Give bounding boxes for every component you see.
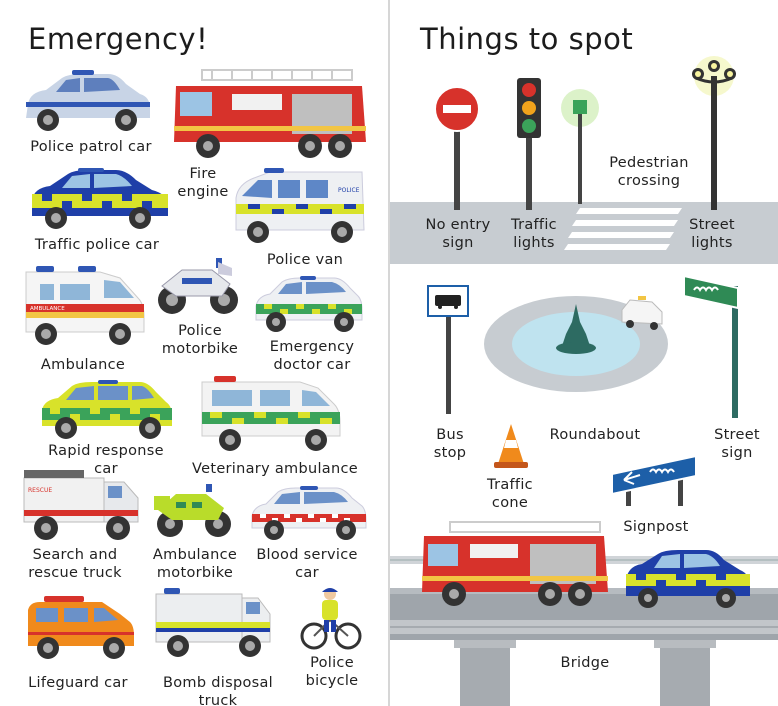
label-bomb-disposal-truck: Bomb disposal truck bbox=[163, 675, 273, 706]
label-roundabout: Roundabout bbox=[549, 427, 641, 443]
label-police-motorbike: Police motorbike bbox=[161, 323, 239, 357]
police-motorbike-illustration bbox=[152, 256, 244, 318]
label-bus-stop: Bus stop bbox=[433, 427, 467, 461]
label-bridge: Bridge bbox=[560, 655, 610, 671]
search-and-rescue-truck-illustration: RESCUE bbox=[22, 468, 142, 544]
page-title-emergency: Emergency! bbox=[28, 22, 209, 56]
bridge-fire-engine bbox=[422, 521, 608, 606]
label-rapid-response-car: Rapid response car bbox=[48, 443, 164, 477]
label-police-van: Police van bbox=[266, 252, 344, 268]
roundabout-illustration bbox=[484, 296, 668, 392]
bomb-disposal-truck-illustration bbox=[154, 588, 274, 662]
label-no-entry-sign: No entry sign bbox=[425, 217, 491, 251]
label-pedestrian-crossing: Pedestrian crossing bbox=[609, 155, 689, 189]
traffic-police-car-illustration bbox=[28, 168, 172, 232]
street-scene-background bbox=[390, 202, 778, 706]
label-traffic-cone: Traffic cone bbox=[487, 477, 533, 511]
signpost-illustration bbox=[610, 454, 700, 510]
label-signpost: Signpost bbox=[623, 519, 689, 535]
pedestrian-crossing-light-illustration bbox=[560, 84, 600, 204]
rescue-text: RESCUE bbox=[28, 487, 52, 494]
label-traffic-lights: Traffic lights bbox=[511, 217, 557, 251]
label-police-patrol-car: Police patrol car bbox=[30, 139, 152, 155]
police-bicycle-illustration bbox=[300, 586, 362, 652]
ambulance-motorbike-illustration bbox=[152, 482, 236, 542]
ambulance-side-text: AMBULANCE bbox=[30, 306, 65, 312]
label-lifeguard-car: Lifeguard car bbox=[28, 675, 128, 691]
street-sign-illustration bbox=[682, 274, 746, 420]
police-patrol-car-illustration bbox=[22, 70, 154, 134]
label-street-lights: Street lights bbox=[689, 217, 735, 251]
left-page: Emergency! Police patrol car Fire eng bbox=[0, 0, 388, 706]
police-van-illustration: POLICE bbox=[234, 168, 366, 248]
pedestrian-crossing-stripes bbox=[564, 208, 682, 250]
label-ambulance-motorbike: Ambulance motorbike bbox=[152, 547, 238, 581]
label-police-bicycle: Police bicycle bbox=[305, 655, 359, 689]
label-traffic-police-car: Traffic police car bbox=[34, 237, 160, 253]
label-fire-engine: Fire engine bbox=[177, 166, 229, 200]
fire-engine-illustration bbox=[172, 66, 368, 160]
right-page: Things to spot bbox=[390, 0, 778, 706]
emergency-doctor-car-illustration bbox=[252, 276, 364, 334]
label-search-and-rescue-truck: Search and rescue truck bbox=[28, 547, 122, 581]
label-street-sign: Street sign bbox=[714, 427, 760, 461]
ambulance-illustration: AMBULANCE bbox=[24, 264, 146, 350]
veterinary-ambulance-illustration bbox=[200, 374, 342, 456]
traffic-lights-illustration bbox=[514, 76, 544, 210]
blood-service-car-illustration bbox=[248, 486, 370, 542]
label-veterinary-ambulance: Veterinary ambulance bbox=[192, 461, 358, 477]
label-ambulance: Ambulance bbox=[40, 357, 126, 373]
book-spine bbox=[388, 0, 390, 706]
lifeguard-car-illustration bbox=[24, 592, 136, 664]
bus-stop-illustration bbox=[426, 284, 470, 416]
bridge-police-car bbox=[626, 550, 750, 608]
label-emergency-doctor-car: Emergency doctor car bbox=[269, 339, 355, 373]
rapid-response-car-illustration bbox=[38, 380, 174, 440]
traffic-cone-illustration bbox=[494, 422, 528, 470]
police-van-text: POLICE bbox=[338, 187, 360, 194]
label-blood-service-car: Blood service car bbox=[256, 547, 358, 581]
street-lights-illustration bbox=[688, 56, 740, 210]
page-title-things-to-spot: Things to spot bbox=[420, 22, 634, 56]
no-entry-sign-illustration bbox=[434, 86, 480, 210]
